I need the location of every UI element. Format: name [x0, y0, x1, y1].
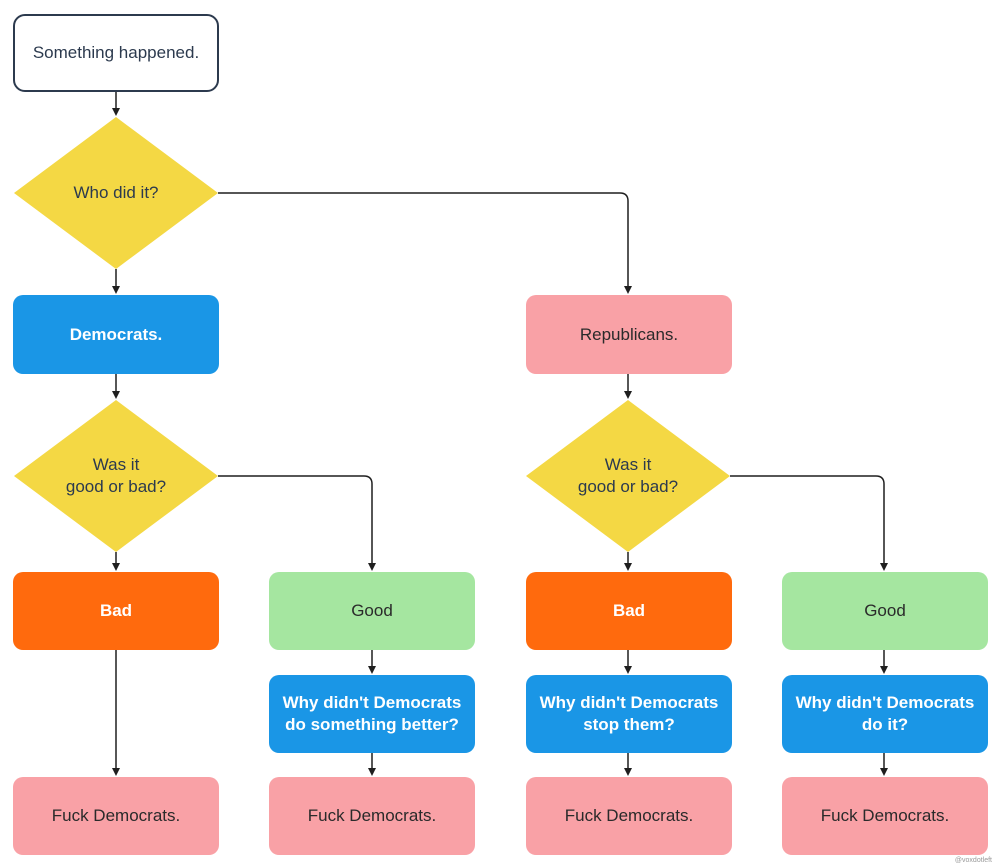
good-left-node: Good: [269, 572, 475, 650]
why-do-line1: Why didn't Democrats: [795, 693, 975, 712]
who-did-it-label: Who did it?: [73, 183, 159, 202]
right-good-or-bad-label: Was it good or bad?: [526, 453, 730, 499]
start-node: Something happened.: [13, 14, 219, 92]
why-do-node: Why didn't Democrats do it?: [782, 675, 988, 753]
democrats-node: Democrats.: [13, 295, 219, 374]
why-do-line2: do it?: [861, 715, 909, 734]
right-question-line1: Was it: [604, 455, 652, 474]
why-better-line1: Why didn't Democrats: [282, 693, 462, 712]
republicans-node: Republicans.: [526, 295, 732, 374]
why-stop-node: Why didn't Democrats stop them?: [526, 675, 732, 753]
left-question-line2: good or bad?: [65, 477, 167, 496]
why-better-line2: do something better?: [285, 715, 459, 734]
bad-right-node: Bad: [526, 572, 732, 650]
end-node-2: Fuck Democrats.: [269, 777, 475, 855]
left-question-line1: Was it: [92, 455, 140, 474]
why-better-node: Why didn't Democrats do something better…: [269, 675, 475, 753]
good-right-node: Good: [782, 572, 988, 650]
diamond-left-question: [14, 400, 218, 552]
left-good-or-bad-label: Was it good or bad?: [14, 453, 218, 499]
bad-left-node: Bad: [13, 572, 219, 650]
end-node-4: Fuck Democrats.: [782, 777, 988, 855]
end-node-3: Fuck Democrats.: [526, 777, 732, 855]
diamond-right-question: [526, 400, 730, 552]
right-question-line2: good or bad?: [577, 477, 679, 496]
end-node-1: Fuck Democrats.: [13, 777, 219, 855]
why-stop-line1: Why didn't Democrats: [539, 693, 719, 712]
why-stop-line2: stop them?: [583, 715, 675, 734]
watermark: @voxdotleft: [954, 857, 992, 864]
diamond-who: [14, 117, 218, 269]
